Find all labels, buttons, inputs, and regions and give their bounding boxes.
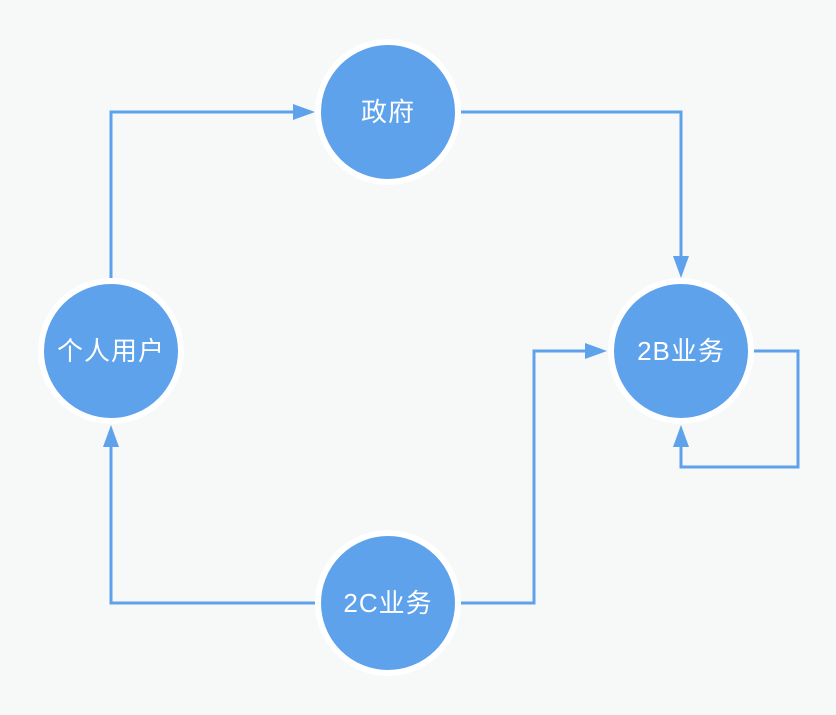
arrowhead-up-icon: [673, 425, 689, 447]
node-c2c-business-circle[interactable]: [315, 530, 461, 676]
node-b2b-business-circle[interactable]: [608, 278, 754, 424]
node-individual-user-label: 个人用户: [57, 336, 165, 366]
node-c2c-business[interactable]: 2C业务: [315, 530, 461, 676]
node-government-label: 政府: [361, 97, 415, 127]
edge-line: [109, 110, 293, 282]
node-b2b-business-label: 2B业务: [637, 336, 725, 366]
edge-b2b-self-loop: [673, 349, 800, 469]
arrowhead-right-icon: [585, 343, 607, 359]
edge-individual-user-to-government: [109, 104, 315, 282]
arrowhead-right-icon: [293, 104, 315, 120]
arrowhead-down-icon: [673, 256, 689, 278]
edge-line: [679, 349, 800, 469]
node-government-circle[interactable]: [315, 39, 461, 185]
node-individual-user-circle[interactable]: [38, 278, 184, 424]
edge-line: [457, 110, 683, 256]
edge-c2c-to-b2b: [457, 343, 607, 605]
edge-government-to-b2b: [457, 110, 689, 278]
node-individual-user[interactable]: 个人用户: [38, 278, 184, 424]
node-c2c-business-label: 2C业务: [343, 588, 432, 618]
arrowhead-up-icon: [103, 425, 119, 447]
edge-line: [109, 447, 319, 605]
node-government[interactable]: 政府: [315, 39, 461, 185]
edge-c2c-to-individual-user: [103, 425, 319, 605]
node-b2b-business[interactable]: 2B业务: [608, 278, 754, 424]
edge-line: [457, 349, 585, 605]
